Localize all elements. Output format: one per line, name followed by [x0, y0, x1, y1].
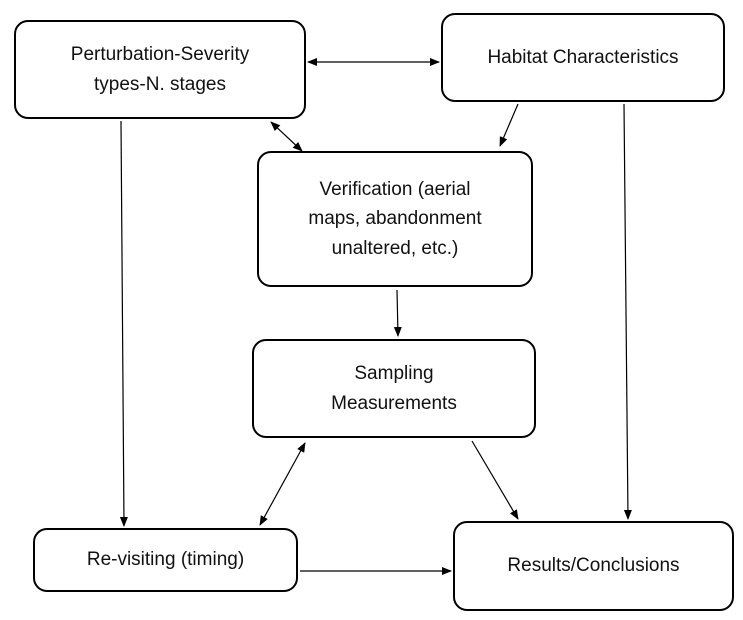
- sampling-line-1: Sampling: [354, 363, 434, 385]
- habitat-characteristics-box: Habitat Characteristics: [441, 13, 725, 102]
- arrow-sampling-to-revisiting: [259, 442, 306, 526]
- perturbation-severity-box: Perturbation-Severity types-N. stages: [14, 20, 306, 119]
- arrow-habitat-to-results: [623, 103, 632, 520]
- arrow-habitat-to-verification: [499, 103, 519, 147]
- results-line-1: Results/Conclusions: [507, 555, 680, 577]
- verification-line-1: Verification (aerial: [319, 178, 471, 200]
- arrow-verification-to-sampling: [393, 289, 402, 337]
- verification-box: Verification (aerial maps, abandonment u…: [257, 151, 533, 287]
- verification-line-2: maps, abandonment: [308, 208, 482, 230]
- revisiting-timing-box: Re-visiting (timing): [33, 528, 298, 592]
- arrow-sampling-to-results: [471, 440, 519, 520]
- arrow-perturbation-to-revisiting: [119, 120, 128, 527]
- revisiting-line-1: Re-visiting (timing): [86, 549, 245, 571]
- sampling-line-2: Measurements: [331, 392, 457, 414]
- results-conclusions-box: Results/Conclusions: [453, 521, 734, 611]
- perturbation-line-2: types-N. stages: [94, 73, 226, 95]
- perturbation-line-1: Perturbation-Severity: [70, 44, 250, 66]
- sampling-measurements-box: Sampling Measurements: [252, 339, 536, 438]
- arrow-perturbation-to-verification: [270, 121, 303, 152]
- habitat-line-1: Habitat Characteristics: [487, 46, 679, 68]
- verification-line-3: unaltered, etc.): [331, 237, 459, 259]
